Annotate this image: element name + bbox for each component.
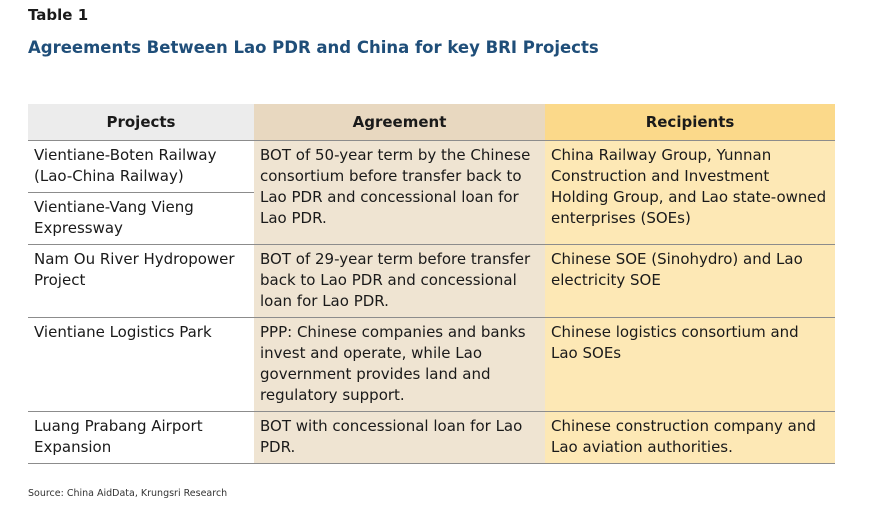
cell-project: Vientiane-Boten Railway (Lao-China Railw… [28,140,254,193]
header-projects: Projects [28,104,254,141]
cell-project: Nam Ou River Hydropower Project [28,244,254,318]
header-recipients: Recipients [545,104,835,141]
cell-project: Vientiane Logistics Park [28,317,254,412]
cell-recipients: Chinese logistics consortium and Lao SOE… [545,317,835,412]
cell-recipients: China Railway Group, Yunnan Construction… [545,140,835,245]
table-header-row: Projects Agreement Recipients [28,104,835,141]
source-note: Source: China AidData, Krungsri Research [28,488,228,499]
cell-recipients: Chinese SOE (Sinohydro) and Lao electric… [545,244,835,318]
cell-project: Luang Prabang Airport Expansion [28,411,254,464]
cell-agreement: BOT of 29-year term before transfer back… [254,244,545,318]
table-row: Vientiane Logistics Park PPP: Chinese co… [28,317,835,412]
bri-agreements-table: Projects Agreement Recipients Vientiane-… [28,104,835,464]
table-row: Vientiane-Vang Vieng Expressway [28,192,835,245]
cell-agreement: PPP: Chinese companies and banks invest … [254,317,545,412]
cell-agreement: BOT of 50-year term by the Chinese conso… [254,140,545,245]
table-row: Nam Ou River Hydropower Project BOT of 2… [28,244,835,318]
table-label: Table 1 [28,6,89,24]
header-agreement: Agreement [254,104,545,141]
cell-agreement: BOT with concessional loan for Lao PDR. [254,411,545,464]
table-row: Vientiane-Boten Railway (Lao-China Railw… [28,140,835,245]
table-title: Agreements Between Lao PDR and China for… [28,38,599,57]
cell-project: Vientiane-Vang Vieng Expressway [28,192,254,245]
table-row: Luang Prabang Airport Expansion BOT with… [28,411,835,464]
cell-recipients: Chinese construction company and Lao avi… [545,411,835,464]
